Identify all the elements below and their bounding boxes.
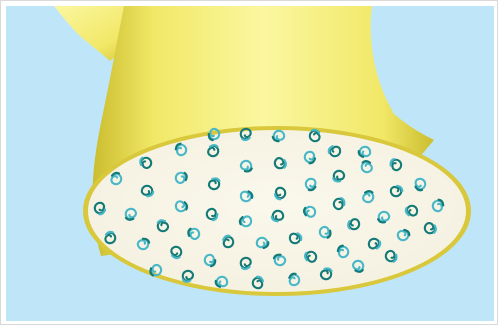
illustration [6,6,494,321]
